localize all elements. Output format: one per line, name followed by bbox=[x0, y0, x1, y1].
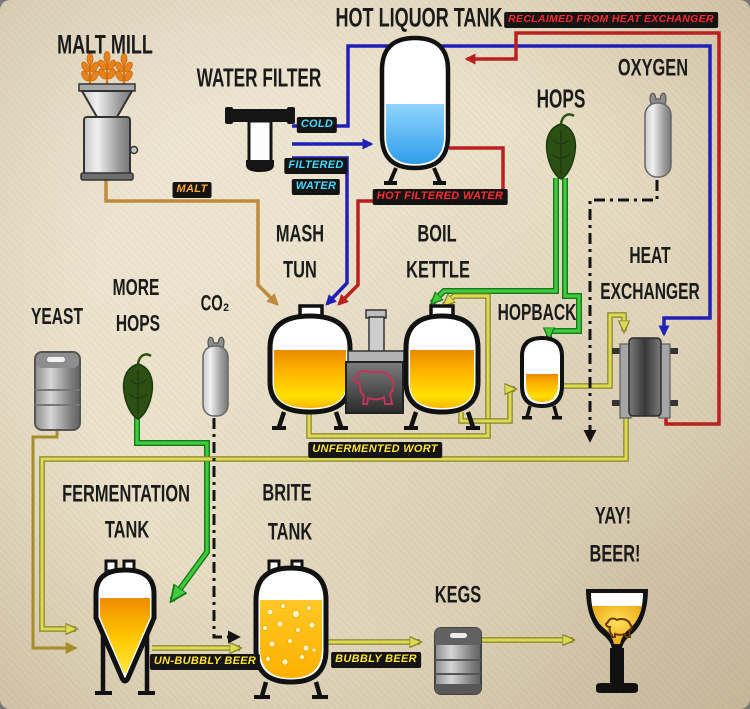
water-filter-graphic bbox=[225, 107, 295, 172]
label-mash-tun-2: TUN bbox=[283, 256, 317, 284]
label-hopback: HOPBACK bbox=[497, 300, 577, 327]
yeast-keg-graphic bbox=[34, 351, 81, 431]
label-more-hops-1: MORE bbox=[112, 275, 160, 302]
flow-label-un-bubbly-beer: UN-BUBBLY BEER bbox=[149, 654, 261, 670]
hops-icon bbox=[545, 113, 577, 180]
beer-bubbles bbox=[262, 603, 317, 666]
label-more-hops-2: HOPS bbox=[115, 311, 161, 338]
label-beer: BEER! bbox=[589, 540, 641, 568]
line-malt bbox=[104, 176, 279, 306]
brite-tank-graphic bbox=[253, 559, 329, 699]
label-brite-tank-2: TANK bbox=[267, 518, 313, 546]
boil-kettle-graphic bbox=[403, 304, 481, 430]
flow-label-unfermented-wort: UNFERMENTED WORT bbox=[308, 442, 442, 458]
pump-bear-icon bbox=[352, 369, 395, 405]
label-yeast: YEAST bbox=[31, 304, 83, 331]
flow-label-reclaimed: RECLAIMED FROM HEAT EXCHANGER bbox=[504, 12, 718, 28]
line-reclaimed bbox=[464, 31, 721, 426]
label-kegs: KEGS bbox=[434, 581, 482, 609]
keg-graphic bbox=[434, 627, 482, 695]
flow-label-cold: COLD bbox=[296, 117, 338, 133]
label-hot-liquor-tank: HOT LIQUOR TANK bbox=[335, 2, 503, 33]
flow-label-hot-filtered-water: HOT FILTERED WATER bbox=[372, 189, 508, 205]
label-boil-kettle-1: BOIL bbox=[417, 220, 457, 248]
malt-mill-graphic bbox=[78, 51, 139, 181]
line-co2 bbox=[212, 418, 241, 644]
line-cold-water bbox=[292, 44, 712, 337]
line-yeast bbox=[31, 430, 78, 654]
flow-label-bubbly-beer: BUBBLY BEER bbox=[331, 652, 421, 668]
hopback-graphic bbox=[520, 335, 564, 420]
label-hops: HOPS bbox=[536, 85, 586, 114]
mash-tun-graphic bbox=[267, 304, 353, 430]
pump-graphic bbox=[345, 309, 405, 414]
beer-glass-graphic bbox=[586, 589, 648, 693]
label-oxygen: OXYGEN bbox=[617, 54, 689, 82]
hot-liquor-tank-graphic bbox=[379, 35, 451, 185]
label-fermentation-tank-1: FERMENTATION bbox=[62, 480, 190, 508]
label-boil-kettle-2: KETTLE bbox=[406, 256, 470, 284]
oxygen-cylinder-graphic bbox=[644, 92, 672, 178]
line-oxygen bbox=[583, 180, 659, 443]
label-yay: YAY! bbox=[594, 502, 632, 530]
label-brite-tank-1: BRITE bbox=[262, 479, 312, 507]
co2-cylinder-graphic bbox=[202, 336, 229, 417]
flow-label-filtered-1: FILTERED bbox=[284, 158, 348, 174]
more-hops-icon bbox=[122, 353, 154, 421]
flow-label-malt: MALT bbox=[172, 182, 212, 198]
fermentation-tank-graphic bbox=[93, 559, 157, 695]
heat-exchanger-graphic bbox=[612, 337, 678, 419]
label-fermentation-tank-2: TANK bbox=[104, 516, 150, 544]
glass-bear-icon bbox=[604, 617, 633, 638]
label-mash-tun-1: MASH bbox=[275, 220, 325, 248]
flow-label-filtered-2: WATER bbox=[291, 179, 341, 195]
label-co2: CO₂ bbox=[200, 290, 230, 316]
label-heat-exchanger-1: HEAT bbox=[629, 243, 671, 270]
label-water-filter: WATER FILTER bbox=[196, 64, 322, 93]
label-heat-exchanger-2: EXCHANGER bbox=[600, 279, 700, 306]
label-malt-mill: MALT MILL bbox=[57, 29, 153, 60]
